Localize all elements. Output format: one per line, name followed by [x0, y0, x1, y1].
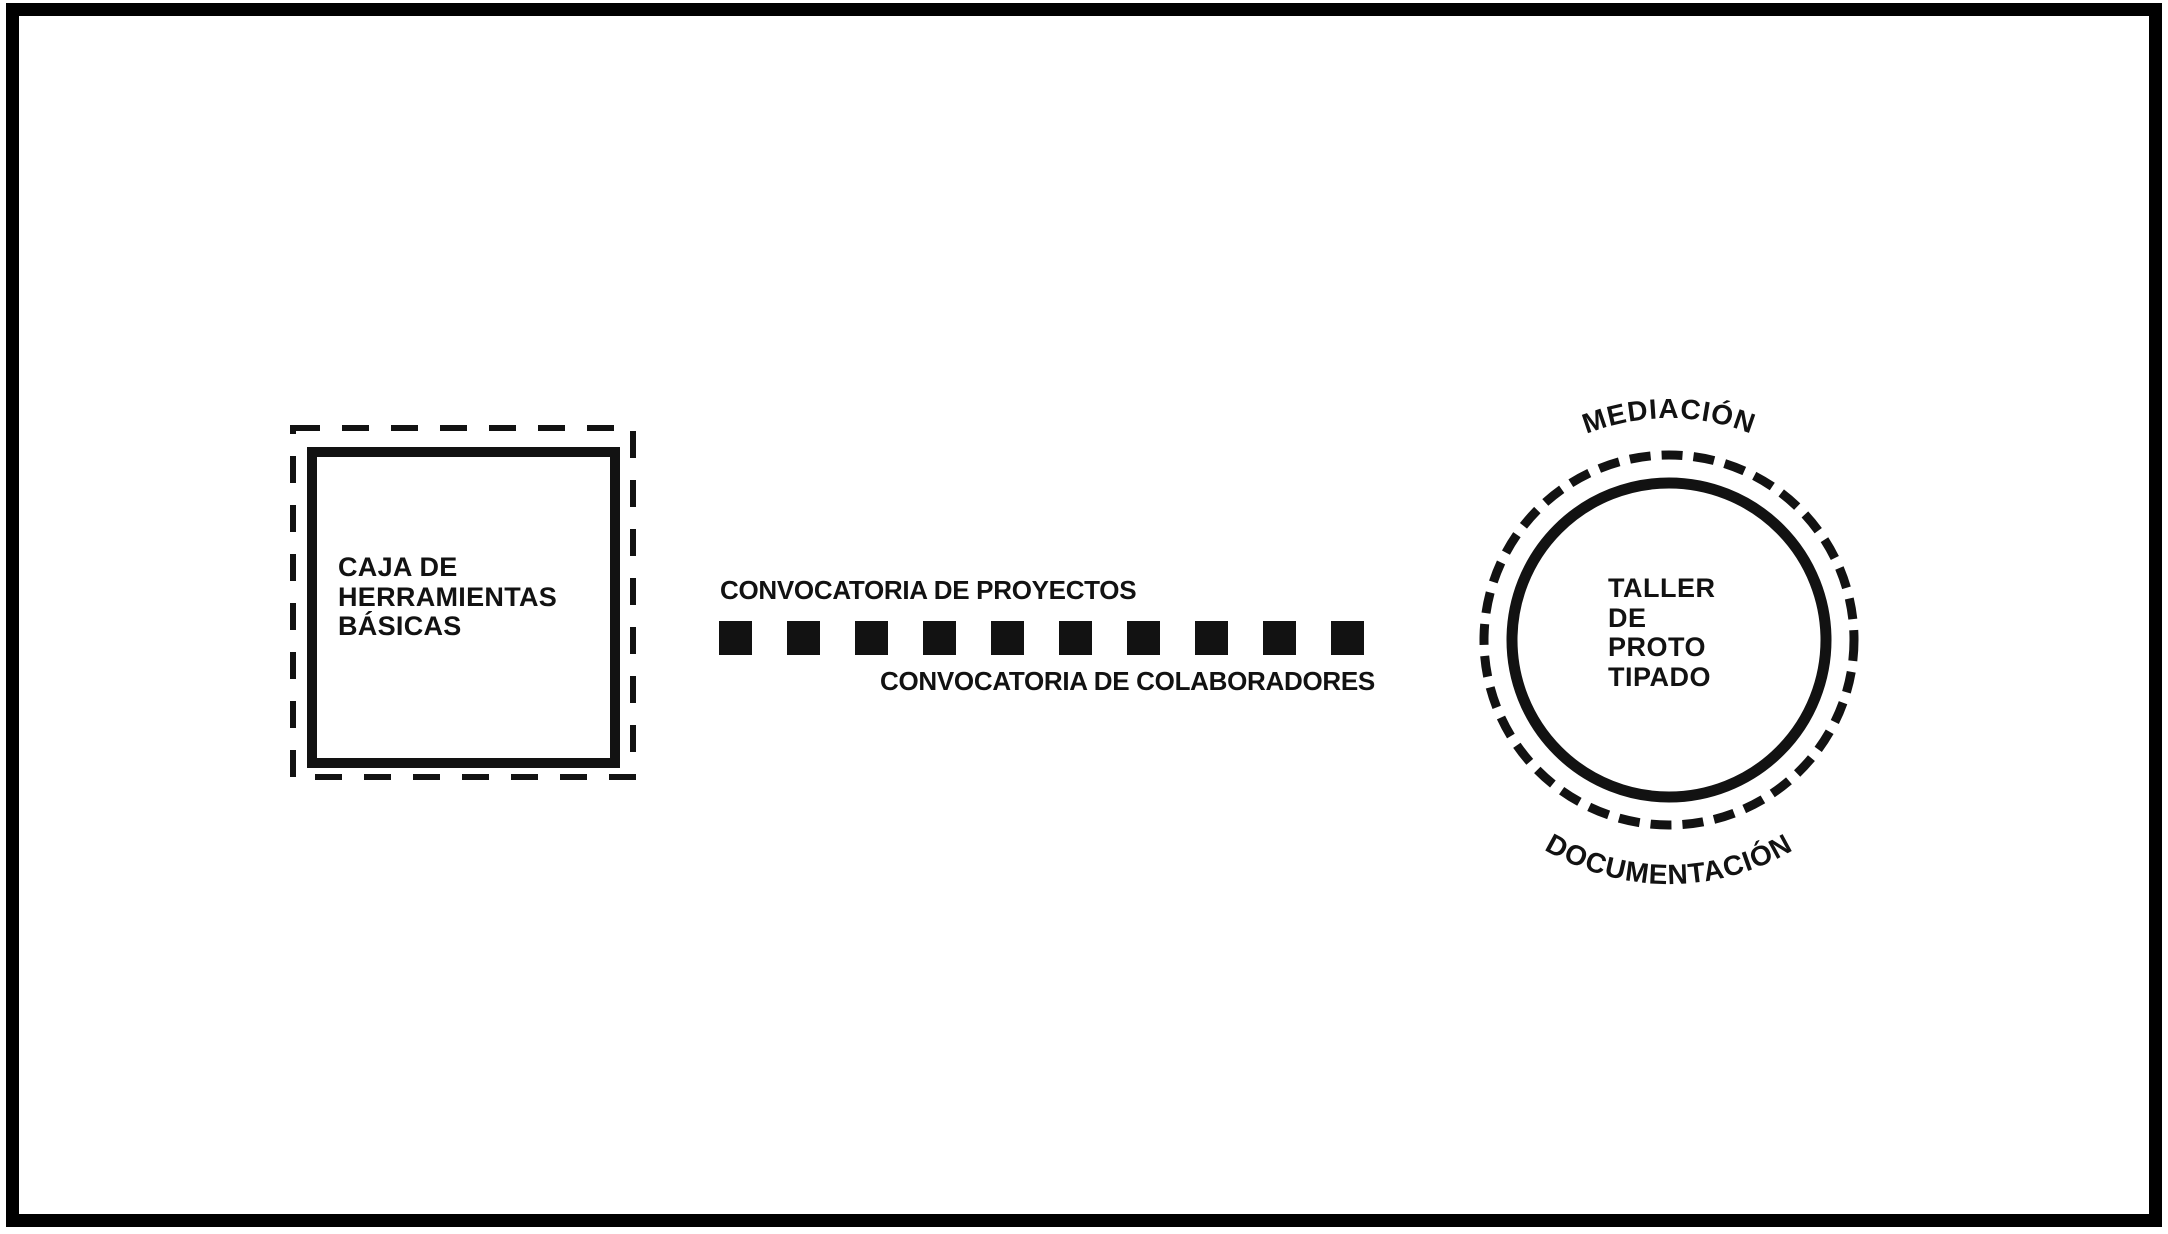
toolbox-label-line-2: HERRAMIENTAS — [338, 581, 558, 612]
mediacion-arc-label: MEDIACIÓN — [1578, 393, 1759, 439]
svg-text:DOCUMENTACIÓN: DOCUMENTACIÓN — [1541, 828, 1797, 891]
workshop-label-line-3: PROTO — [1608, 632, 1707, 662]
connector-top-label: CONVOCATORIA DE PROYECTOS — [720, 575, 1137, 605]
documentacion-arc-label: DOCUMENTACIÓN — [1541, 828, 1796, 891]
workshop-label-line-1: TALLER — [1608, 573, 1716, 603]
workshop-label: TALLER DE PROTO TIPADO — [1608, 573, 1716, 692]
workshop-label-line-2: DE — [1608, 602, 1647, 633]
toolbox-box — [307, 447, 620, 768]
connector-bottom-label: CONVOCATORIA DE COLABORADORES — [880, 666, 1375, 696]
toolbox-label: CAJA DE HERRAMIENTAS BÁSICAS — [338, 552, 558, 642]
svg-text:MEDIACIÓN: MEDIACIÓN — [1578, 393, 1760, 439]
toolbox-dashed-outline — [290, 425, 636, 780]
workshop-circle — [1506, 477, 1832, 803]
workshop-dashed-ring — [1479, 450, 1859, 830]
toolbox-label-line-3: BÁSICAS — [338, 611, 462, 641]
toolbox-label-line-1: CAJA DE — [338, 552, 458, 582]
workshop-label-line-4: TIPADO — [1608, 661, 1711, 692]
